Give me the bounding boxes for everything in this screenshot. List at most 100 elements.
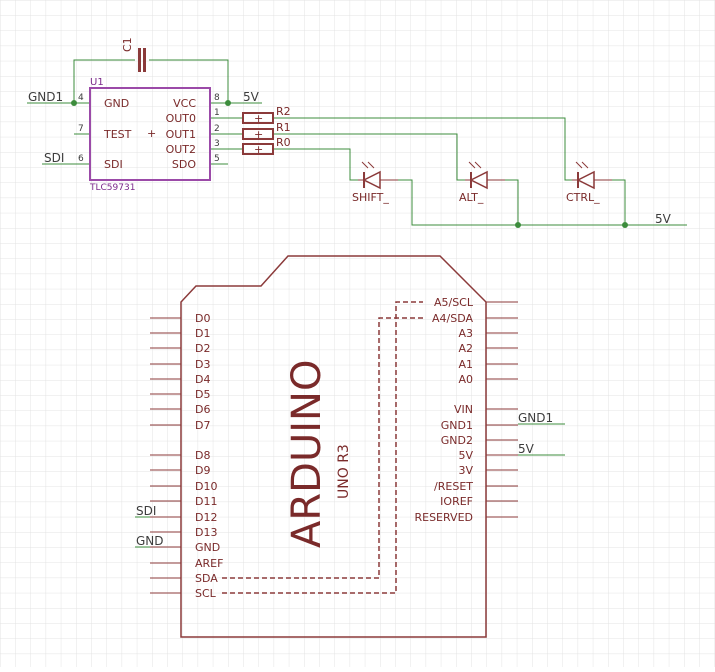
net-label-gnd-ard[interactable]: GND <box>136 534 164 548</box>
arduino-pin-label-d2: D2 <box>195 342 210 355</box>
capacitor-name: C1 <box>121 37 134 52</box>
arduino-pin-label-d8: D8 <box>195 449 210 462</box>
arduino-pin-label-aref: AREF <box>195 557 223 570</box>
ic-value: TLC59731 <box>89 183 135 193</box>
ic-pin-num-4: 4 <box>78 93 84 103</box>
ic-name: U1 <box>90 77 104 88</box>
arduino-pin-label-d5: D5 <box>195 388 210 401</box>
arduino-pin-label-d9: D9 <box>195 464 210 477</box>
wire-ctrl-bus[interactable] <box>612 179 626 225</box>
net-label-sdi-ic[interactable]: SDI <box>44 151 64 165</box>
wire-5v-bus[interactable] <box>398 179 687 226</box>
capacitor-plate-left <box>138 48 141 72</box>
arduino-left-pins: D0D1D2D3D4D5D6D7D8D9D10D11D12D13GNDAREFS… <box>150 312 223 600</box>
ic-pin-num-7: 7 <box>78 124 84 134</box>
arduino-pin-label-3v: 3V <box>458 464 473 477</box>
ic-pin-label-out0: OUT0 <box>166 112 196 125</box>
ic-pin-label-sdi: SDI <box>104 158 123 171</box>
arduino-pin-label-sda: SDA <box>195 572 218 585</box>
led-shift[interactable]: SHIFT_ <box>352 161 398 204</box>
ic-pin-num-1: 1 <box>214 108 220 118</box>
arduino-pin-label-d12: D12 <box>195 511 217 524</box>
led-emission-arrows <box>468 161 482 169</box>
arduino-pin-label-scl: SCL <box>195 587 217 600</box>
wire-cap-right[interactable] <box>149 59 229 103</box>
wires <box>27 59 687 548</box>
led-alt-label: ALT_ <box>459 191 484 204</box>
ic-origin-mark: + <box>147 127 156 140</box>
resistor-r1-mark: + <box>254 128 263 141</box>
resistor-r2[interactable] <box>242 112 274 124</box>
capacitor-plate-right <box>143 48 146 72</box>
arduino-pin-label-a5-scl: A5/SCL <box>434 296 474 309</box>
arduino-pin-label-a2: A2 <box>458 342 473 355</box>
ic-pin-num-2: 2 <box>214 124 220 134</box>
led-alt[interactable]: ALT_ <box>459 161 505 204</box>
capacitor-c1[interactable]: C1 <box>121 37 146 72</box>
net-label-sdi-ard[interactable]: SDI <box>136 504 156 518</box>
junction-ctrl <box>622 222 628 228</box>
arduino-board[interactable]: ARDUINO UNO R3 D0D1D2D3D4D5D6D7D8D9D10D1… <box>150 255 518 638</box>
arduino-pin-label-d7: D7 <box>195 419 210 432</box>
arduino-pin-label-a1: A1 <box>458 358 473 371</box>
arduino-pin-label-reserved: RESERVED <box>414 511 473 524</box>
arduino-pin-label-a3: A3 <box>458 327 473 340</box>
junction-gnd1 <box>71 100 77 106</box>
arduino-pin-label-ioref: IOREF <box>440 495 473 508</box>
led-ctrl[interactable]: CTRL_ <box>566 161 612 204</box>
arduino-pin-label-a0: A0 <box>458 373 473 386</box>
ic-outline <box>89 87 211 181</box>
ic-pin-label-gnd: GND <box>104 97 129 110</box>
net-label-gnd1-ard[interactable]: GND1 <box>518 411 553 425</box>
ic-pin-num-8: 8 <box>214 93 220 103</box>
arduino-title: ARDUINO <box>284 360 330 548</box>
arduino-pin-label-d6: D6 <box>195 403 210 416</box>
wire-r2-ctrl[interactable] <box>273 117 572 181</box>
ic-pin-label-test: TEST <box>103 128 132 141</box>
arduino-pin-label-vin: VIN <box>454 403 473 416</box>
led-ctrl-label: CTRL_ <box>566 191 600 204</box>
junction-alt <box>515 222 521 228</box>
arduino-pin-label-d13: D13 <box>195 526 217 539</box>
arduino-pin-label-d3: D3 <box>195 358 210 371</box>
ic-pin-num-5: 5 <box>214 154 220 164</box>
resistor-r2-name: R2 <box>276 105 291 118</box>
arduino-pin-label-d4: D4 <box>195 373 210 386</box>
arduino-pin-label-gnd1: GND1 <box>441 419 473 432</box>
arduino-pin-label-d10: D10 <box>195 480 217 493</box>
wire-alt-bus[interactable] <box>505 179 519 225</box>
ic-pin-label-out1: OUT1 <box>166 128 196 141</box>
wire-cap-left[interactable] <box>73 59 135 103</box>
ic-pin-num-3: 3 <box>214 139 220 149</box>
arduino-pin-label-d0: D0 <box>195 312 210 325</box>
led-emission-arrows <box>361 161 375 169</box>
wire-r0-shift[interactable] <box>273 148 358 181</box>
arduino-pin-label-a4-sda: A4/SDA <box>432 312 473 325</box>
ic-pin-num-6: 6 <box>78 154 84 164</box>
arduino-pin-label-gnd2: GND2 <box>441 434 473 447</box>
resistor-r1-name: R1 <box>276 121 291 134</box>
resistor-r2-mark: + <box>254 112 263 125</box>
arduino-pin-label-d11: D11 <box>195 495 217 508</box>
resistor-r1[interactable] <box>242 128 274 140</box>
net-label-gnd1-ic[interactable]: GND1 <box>28 90 63 104</box>
ic-u1[interactable]: U1 TLC59731 + GND 4 TEST 7 SDI 6 VCC 8 O… <box>78 77 220 193</box>
arduino-pin-label-reset: /RESET <box>434 480 473 493</box>
net-label-5v-ard[interactable]: 5V <box>518 442 535 456</box>
led-emission-arrows <box>575 161 589 169</box>
ic-pin-label-sdo: SDO <box>172 158 196 171</box>
ic-pin-label-out2: OUT2 <box>166 143 196 156</box>
arduino-subtitle: UNO R3 <box>336 444 352 499</box>
net-label-5v-ic[interactable]: 5V <box>243 90 260 104</box>
resistor-r0-name: R0 <box>276 136 291 149</box>
resistor-r0-mark: + <box>254 143 263 156</box>
wire-r1-alt[interactable] <box>273 133 465 181</box>
resistor-r0[interactable] <box>242 143 274 155</box>
arduino-pin-label-5v: 5V <box>458 449 473 462</box>
net-label-5v-led[interactable]: 5V <box>655 212 672 226</box>
arduino-pin-label-d1: D1 <box>195 327 210 340</box>
